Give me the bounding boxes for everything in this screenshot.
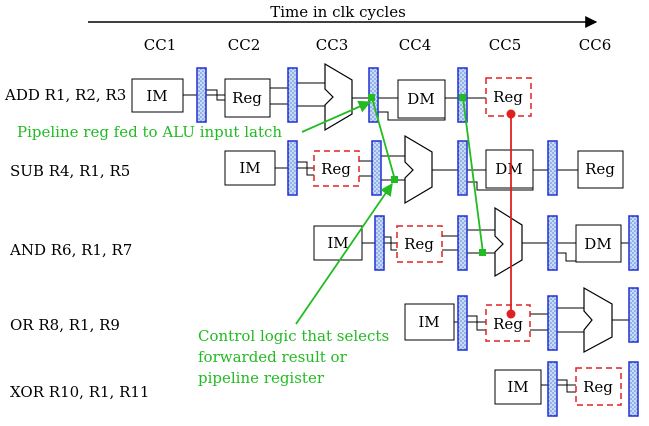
pipeline-register xyxy=(547,215,558,271)
pipeline-register xyxy=(457,215,468,271)
forwarding-node xyxy=(368,94,375,101)
register-link-dot xyxy=(506,309,516,319)
im-stage xyxy=(131,78,184,113)
alu-stage xyxy=(583,286,613,354)
annotation-arrow xyxy=(295,182,393,325)
time-axis: Time in clk cycles xyxy=(88,3,598,28)
pipeline-register xyxy=(547,295,558,351)
pipeline-register xyxy=(547,140,558,196)
cycle-label: CC1 xyxy=(144,36,177,54)
forwarding-line xyxy=(371,97,396,181)
reg-label: Reg xyxy=(404,235,434,253)
dm-label: DM xyxy=(584,235,611,253)
pipeline-register xyxy=(287,67,298,123)
annotation-arrow xyxy=(301,100,372,133)
reg-label: Reg xyxy=(493,315,523,333)
im-label: IM xyxy=(418,313,439,331)
im-label: IM xyxy=(239,159,260,177)
pipeline-register xyxy=(628,287,639,343)
instruction-label: AND R6, R1, R7 xyxy=(9,241,132,259)
alu-stage xyxy=(494,206,523,278)
im-stage xyxy=(494,369,542,405)
im-stage xyxy=(313,225,363,261)
pipeline-register xyxy=(457,295,468,351)
dm-label: DM xyxy=(407,90,434,108)
pipeline-row-or: IM Reg xyxy=(404,286,639,354)
cycle-label: CC4 xyxy=(399,36,432,54)
pipeline-row-and: IM Reg DM xyxy=(313,206,639,278)
cycle-label: CC5 xyxy=(489,36,522,54)
reg-stage xyxy=(577,150,624,189)
annotation-text: Control logic that selects xyxy=(198,327,389,345)
reg-label: Reg xyxy=(232,89,262,107)
alu-stage xyxy=(404,134,433,205)
im-stage xyxy=(404,303,455,341)
annotation-pipeline-reg: Pipeline reg fed to ALU input latch xyxy=(17,100,372,141)
forwarding-node xyxy=(459,94,466,101)
im-stage xyxy=(224,150,276,186)
time-axis-label: Time in clk cycles xyxy=(270,3,406,21)
im-label: IM xyxy=(327,234,348,252)
reg-stage xyxy=(396,225,443,263)
cycle-headers: CC1 CC2 CC3 CC4 CC5 CC6 xyxy=(144,36,612,54)
pipeline-register xyxy=(628,361,639,417)
reg-label: Reg xyxy=(321,160,351,178)
annotation-text: pipeline register xyxy=(198,369,325,387)
reg-label: Reg xyxy=(585,160,615,178)
instruction-labels: ADD R1, R2, R3 SUB R4, R1, R5 AND R6, R1… xyxy=(4,86,149,401)
annotation-control-logic: Control logic that selects forwarded res… xyxy=(198,182,393,387)
forwarding-paths xyxy=(368,94,486,256)
pipeline-register xyxy=(374,215,385,271)
register-link-dot xyxy=(506,109,516,119)
pipeline-register xyxy=(628,215,639,271)
im-label: IM xyxy=(507,378,528,396)
annotation-text: Pipeline reg fed to ALU input latch xyxy=(17,123,282,141)
forwarding-node xyxy=(479,249,486,256)
dm-stage xyxy=(485,149,534,189)
pipeline-register xyxy=(287,140,298,196)
register-file-link xyxy=(506,109,516,319)
cycle-label: CC2 xyxy=(228,36,261,54)
cycle-label: CC3 xyxy=(316,36,349,54)
reg-stage xyxy=(575,367,622,406)
dm-label: DM xyxy=(495,160,522,178)
cycle-label: CC6 xyxy=(579,36,612,54)
pipeline-register xyxy=(371,140,382,196)
im-label: IM xyxy=(146,87,167,105)
pipeline-register xyxy=(457,140,468,196)
reg-stage xyxy=(224,78,271,118)
instruction-label: OR R8, R1, R9 xyxy=(10,316,120,334)
annotation-text: forwarded result or xyxy=(198,348,348,366)
pipeline-row-add: IM Reg DM Reg xyxy=(131,62,532,132)
reg-label: Reg xyxy=(583,378,613,396)
reg-label: Reg xyxy=(493,88,523,106)
pipeline-register xyxy=(547,361,558,417)
forwarding-node xyxy=(391,176,398,183)
pipeline-row-sub: IM Reg DM Reg xyxy=(224,134,624,205)
instruction-label: SUB R4, R1, R5 xyxy=(10,162,130,180)
pipeline-register xyxy=(196,67,207,123)
forwarding-line xyxy=(462,97,484,254)
dm-stage xyxy=(575,224,622,263)
instruction-label: ADD R1, R2, R3 xyxy=(4,86,126,104)
instruction-label: XOR R10, R1, R11 xyxy=(10,383,149,401)
reg-stage xyxy=(485,77,532,117)
dm-stage xyxy=(397,79,446,119)
pipeline-row-xor: IM Reg xyxy=(494,361,639,417)
reg-stage xyxy=(313,150,360,187)
